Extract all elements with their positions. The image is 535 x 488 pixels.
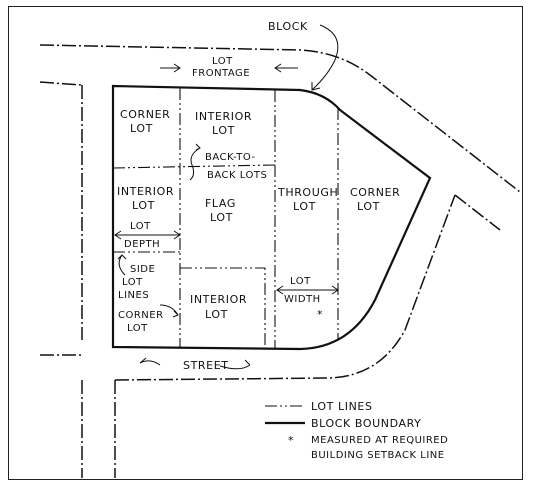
label-corner-lot-c-2: LOT [127, 323, 148, 334]
label-lot-width-1: LOT [290, 276, 311, 287]
legend-note-symbol: * [288, 434, 294, 447]
label-flag-lot-1: FLAG [205, 197, 236, 210]
legend-note-line2: BUILDING SETBACK LINE [311, 450, 445, 461]
lot-width-arrow [276, 285, 339, 295]
label-interior-lot-a-1: INTERIOR [195, 110, 252, 123]
back-to-back-arrow [189, 143, 201, 181]
legend-block-boundary-label: BLOCK BOUNDARY [311, 417, 421, 430]
label-side-lot-lines-3: LINES [118, 290, 149, 301]
label-corner-lot-a-2: LOT [130, 122, 153, 135]
label-lot-depth-1: LOT [130, 221, 151, 232]
lot-line-h1 [112, 164, 276, 169]
label-interior-lot-c-2: LOT [205, 308, 228, 321]
label-interior-lot-b-1: INTERIOR [117, 185, 174, 198]
label-back-to-back-2: BACK LOTS [207, 170, 267, 181]
street-arrows [139, 357, 251, 370]
label-back-to-back-1: BACK-TO- [205, 152, 256, 163]
label-asterisk: * [317, 308, 323, 321]
street-edge-bottom [114, 194, 456, 381]
corner-lot-arrow [159, 304, 179, 318]
label-side-lot-lines-1: SIDE [130, 264, 155, 275]
label-lot-frontage-1: LOT [212, 56, 233, 67]
side-lot-lines-arrow [117, 254, 127, 276]
street-edge-top [39, 44, 521, 193]
label-corner-lot-b-2: LOT [357, 200, 380, 213]
label-corner-lot-a-1: CORNER [120, 108, 170, 121]
label-lot-width-2: WIDTH [284, 294, 321, 305]
street-edge-right-diag [454, 194, 501, 231]
label-street: STREET [183, 359, 229, 372]
legend-note-line1: MEASURED AT REQUIRED [311, 435, 448, 446]
block-pointer-arrow [311, 24, 339, 91]
diagram-frame [8, 6, 523, 480]
label-through-lot-2: LOT [293, 200, 316, 213]
lot-line-flag [180, 267, 266, 347]
label-lot-depth-2: DEPTH [124, 239, 160, 250]
label-interior-lot-c-1: INTERIOR [190, 293, 247, 306]
label-block: BLOCK [268, 20, 308, 33]
lot-frontage-arrow-right [274, 63, 298, 73]
legend-lot-lines-label: LOT LINES [311, 400, 373, 413]
label-side-lot-lines-2: LOT [122, 277, 143, 288]
label-through-lot-1: THROUGH [277, 186, 338, 199]
label-interior-lot-b-2: LOT [132, 199, 155, 212]
label-interior-lot-a-2: LOT [212, 124, 235, 137]
label-corner-lot-c-1: CORNER [118, 310, 164, 321]
block-boundary [111, 84, 432, 351]
legend: LOT LINES BLOCK BOUNDARY * MEASURED AT R… [265, 400, 448, 461]
lot-depth-arrow [114, 230, 181, 240]
label-lot-frontage-2: FRONTAGE [192, 68, 250, 79]
street-edge-left-inner [39, 81, 83, 86]
label-corner-lot-b-1: CORNER [350, 186, 400, 199]
label-flag-lot-2: LOT [210, 211, 233, 224]
lot-frontage-arrow-left [160, 63, 181, 73]
